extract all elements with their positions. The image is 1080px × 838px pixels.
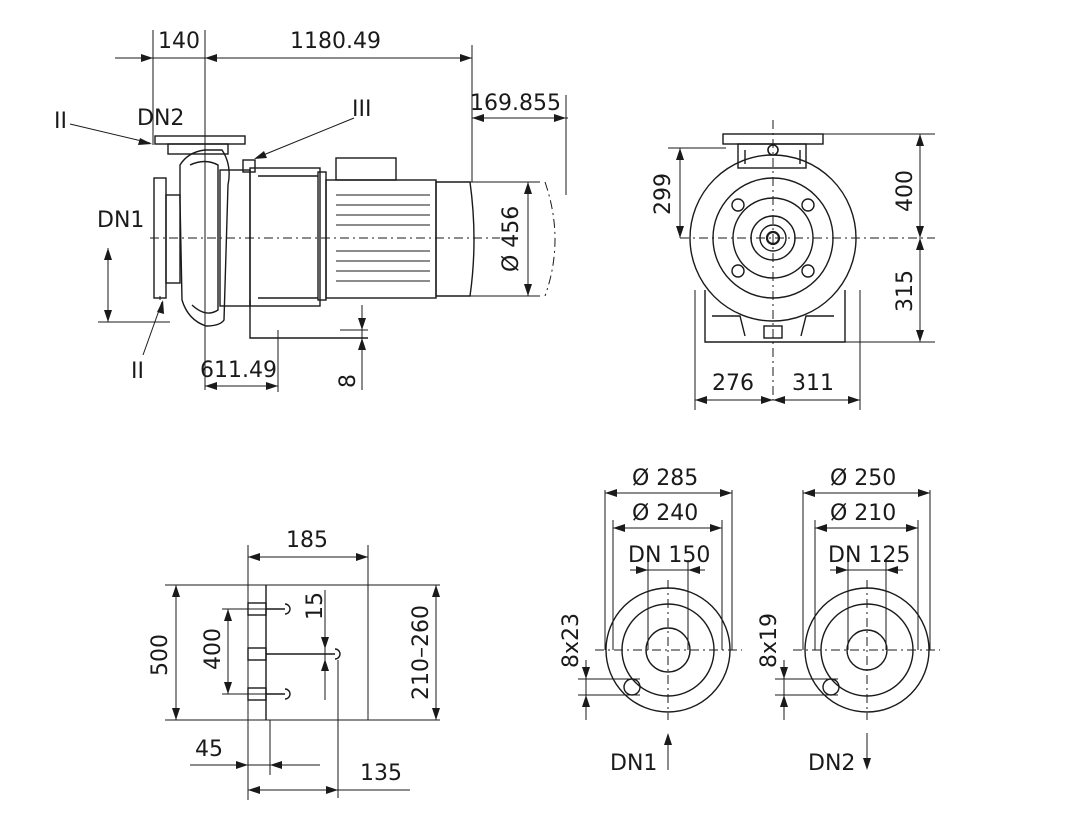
flange2-nominal: DN 125 [828,543,910,568]
label-dn1: DN1 [97,208,144,233]
dim-456: Ø 456 [499,206,524,272]
flange-dn1: Ø 285 Ø 240 DN 150 8x23 DN1 [559,466,742,776]
flange2-bolt-circle: Ø 210 [830,501,896,526]
dim-135: 135 [360,761,402,786]
dim-299: 299 [651,173,676,215]
dim-315: 315 [893,270,918,312]
dim-140: 140 [158,29,200,54]
flange1-bolt-circle: Ø 240 [632,501,698,526]
dim-210-260: 210–260 [409,605,434,700]
flange2-label: DN2 [808,751,855,776]
flange2-outer: Ø 250 [830,466,896,491]
side-view: 140 1180.49 169.855 [54,29,568,392]
label-ii-bottom: II [131,359,144,384]
flange1-holes: 8x23 [559,613,584,668]
label-dn2: DN2 [137,106,184,131]
label-ii-top: II [54,109,67,134]
dim-611: 611.49 [200,358,277,383]
front-view: 299 400 315 276 311 [651,120,935,410]
dim-185: 185 [286,528,328,553]
flange1-nominal: DN 150 [628,543,710,568]
dim-1180: 1180.49 [290,29,381,54]
flange1-label: DN1 [610,751,657,776]
dim-500: 500 [148,634,173,676]
label-iii: III [352,97,371,122]
dim-400-foot: 400 [201,628,226,670]
dim-169: 169.855 [470,91,561,116]
dim-45: 45 [195,737,223,762]
dim-400-front: 400 [893,170,918,212]
flange-dn2: Ø 250 Ø 210 DN 125 8x19 DN2 [757,466,940,776]
flange1-outer: Ø 285 [632,466,698,491]
dim-8: 8 [336,374,361,388]
cooling-fins [336,194,430,282]
dim-276: 276 [712,371,754,396]
flange2-holes: 8x19 [757,613,782,668]
foot-detail: 185 500 400 15 210–260 [148,528,440,800]
dim-15: 15 [303,592,328,620]
dim-311: 311 [792,371,834,396]
